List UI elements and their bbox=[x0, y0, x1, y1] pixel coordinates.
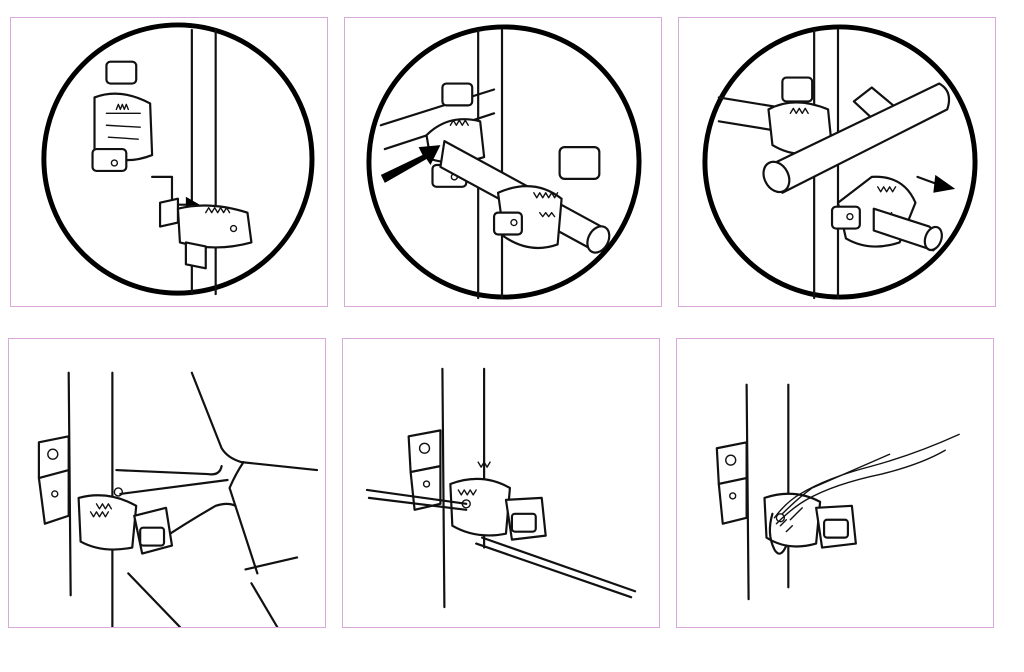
pull-arrow-head bbox=[933, 174, 956, 193]
panel-step-4 bbox=[8, 338, 326, 628]
panel-step-5 bbox=[342, 338, 660, 628]
front-clip bbox=[492, 146, 601, 250]
wire-tie-illustration bbox=[715, 383, 960, 601]
back-clip bbox=[715, 441, 748, 525]
rod-lock-illustration bbox=[702, 24, 978, 300]
rod-insert-illustration bbox=[366, 24, 642, 300]
wire-strand-3 bbox=[781, 453, 891, 515]
rod-end bbox=[586, 225, 611, 254]
panel-step-6 bbox=[676, 338, 994, 628]
pole-clip bbox=[449, 461, 547, 541]
wire-out-second bbox=[475, 542, 633, 599]
wire-in bbox=[365, 488, 468, 505]
grid-line-6 bbox=[244, 556, 299, 571]
lower-clip-half bbox=[158, 197, 253, 270]
push-arrow bbox=[380, 145, 441, 183]
grid-line-3 bbox=[228, 461, 259, 575]
wire-pass-illustration bbox=[365, 367, 637, 609]
grid-line-1 bbox=[190, 371, 319, 472]
upper-clip-half bbox=[91, 60, 154, 173]
upper-clip bbox=[425, 82, 486, 188]
panel-step-1 bbox=[10, 17, 328, 307]
clip-attach-illustration bbox=[41, 22, 315, 296]
wire-strand-2 bbox=[775, 449, 946, 525]
grid-line-7 bbox=[250, 582, 279, 627]
pole-clip bbox=[77, 487, 174, 555]
wire-in-second bbox=[367, 496, 468, 511]
wire-out bbox=[481, 536, 637, 593]
grid-line-5 bbox=[127, 572, 182, 627]
back-clip bbox=[37, 435, 70, 525]
pole-clip bbox=[763, 492, 857, 549]
grid-line-2 bbox=[115, 465, 223, 476]
rod bbox=[773, 82, 951, 194]
inset-circle bbox=[41, 22, 315, 296]
wire-loop bbox=[768, 512, 788, 555]
grid-line-4 bbox=[156, 502, 237, 543]
wire-thread-illustration bbox=[37, 371, 319, 627]
twist-marks bbox=[779, 507, 803, 533]
horizontal-bar-upper bbox=[379, 88, 496, 127]
rod-end-near bbox=[762, 160, 791, 194]
pole-edge-left bbox=[441, 367, 446, 609]
wire bbox=[119, 478, 229, 496]
join-path-arrow bbox=[151, 175, 189, 206]
panel-step-2 bbox=[344, 17, 662, 307]
panel-step-3 bbox=[678, 17, 996, 307]
rod-end-far bbox=[923, 225, 943, 252]
